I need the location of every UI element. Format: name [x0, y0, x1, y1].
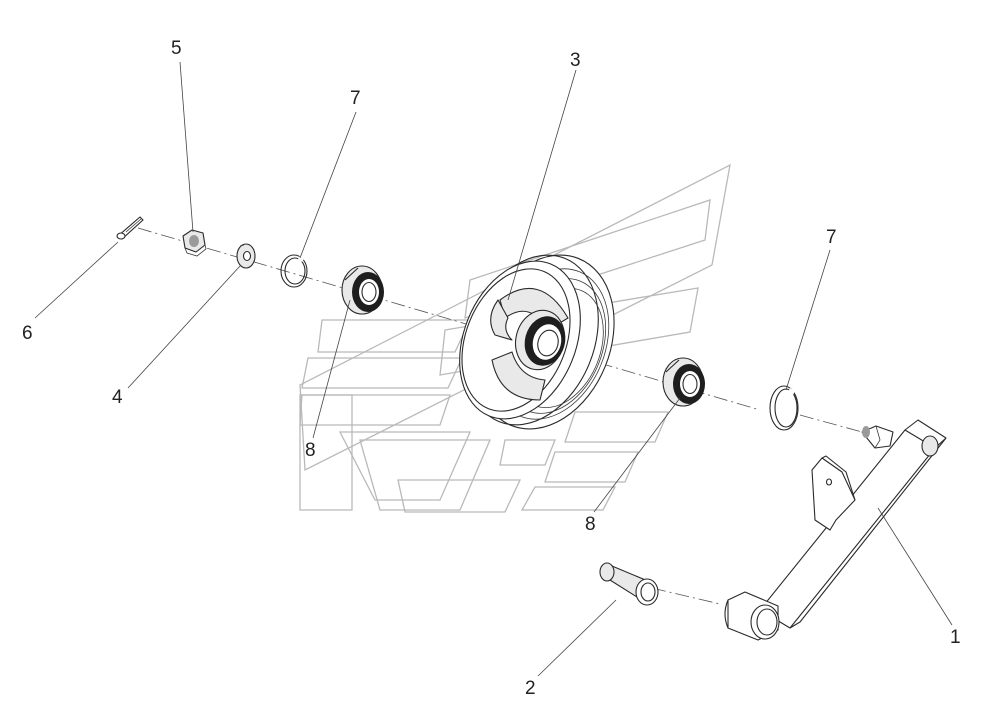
retaining-ring-right [769, 385, 799, 431]
cotter-pin [116, 216, 144, 240]
leader-lines [34, 61, 953, 677]
washer [236, 243, 256, 269]
part-labels: 5 6 4 7 3 8 7 8 1 2 [22, 38, 961, 699]
watermark-logo [299, 163, 731, 513]
label-part-4: 4 [112, 387, 123, 408]
bearing-left [341, 265, 384, 315]
bushing [599, 562, 659, 606]
arm-bracket [724, 419, 947, 641]
label-part-7-right: 7 [826, 227, 837, 248]
label-part-2: 2 [525, 678, 536, 699]
bearing-right [662, 357, 705, 407]
label-part-8-left: 8 [305, 440, 316, 461]
pulley-wheel [459, 254, 615, 430]
label-part-3: 3 [570, 50, 581, 71]
retaining-ring-left [280, 254, 308, 288]
label-part-1: 1 [950, 627, 961, 648]
label-part-6: 6 [22, 323, 33, 344]
label-part-7-left: 7 [350, 88, 361, 109]
hex-nut [182, 229, 207, 257]
label-part-5: 5 [171, 38, 182, 59]
label-part-8-right: 8 [585, 514, 596, 535]
